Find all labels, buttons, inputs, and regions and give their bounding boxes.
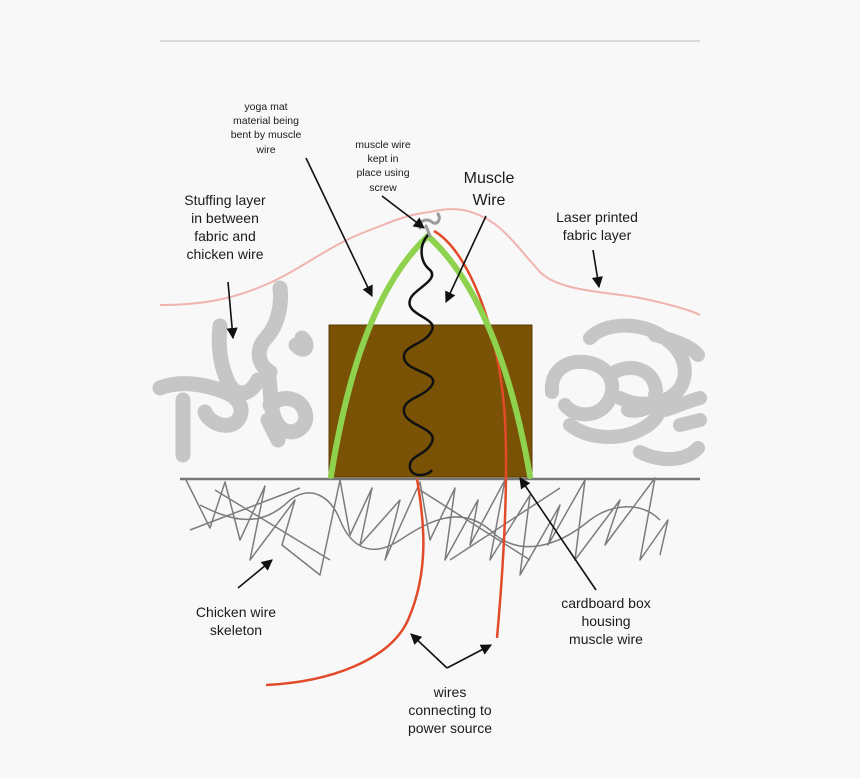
chicken-wire-skeleton — [184, 477, 669, 576]
annotation-arrows — [226, 157, 603, 669]
muscle-wire-coil — [402, 233, 435, 477]
power-wire-left — [265, 478, 425, 687]
label-chicken-wire: Chicken wire skeleton — [195, 604, 277, 638]
label-muscle-wire: Muscle Wire — [463, 170, 515, 209]
label-screw: muscle wire kept in place using screw — [355, 139, 411, 194]
label-laser-fabric: Laser printed fabric layer — [556, 209, 638, 243]
arrow-fabric — [591, 249, 603, 289]
fabric-layer-outline — [159, 208, 701, 316]
arrow-screw — [381, 195, 425, 229]
label-cardboard: cardboard box housing muscle wire — [561, 595, 651, 647]
stuffing-right — [544, 318, 707, 467]
arrow-cardboard — [519, 477, 597, 591]
arrow-wires-left — [410, 633, 448, 669]
power-wire-right — [433, 229, 508, 639]
stuffing-left — [152, 280, 314, 463]
arrow-muscle-wire — [445, 215, 487, 304]
label-stuffing: Stuffing layer in between fabric and chi… — [184, 192, 266, 262]
label-wires: wires connecting to power source — [407, 684, 493, 736]
arrow-stuffing — [226, 281, 238, 340]
label-yoga-mat: yoga mat material being bent by muscle w… — [230, 101, 302, 156]
arrow-wires-right — [446, 644, 492, 669]
arrow-chicken-wire — [237, 559, 273, 589]
arrow-yoga-mat — [305, 157, 373, 298]
